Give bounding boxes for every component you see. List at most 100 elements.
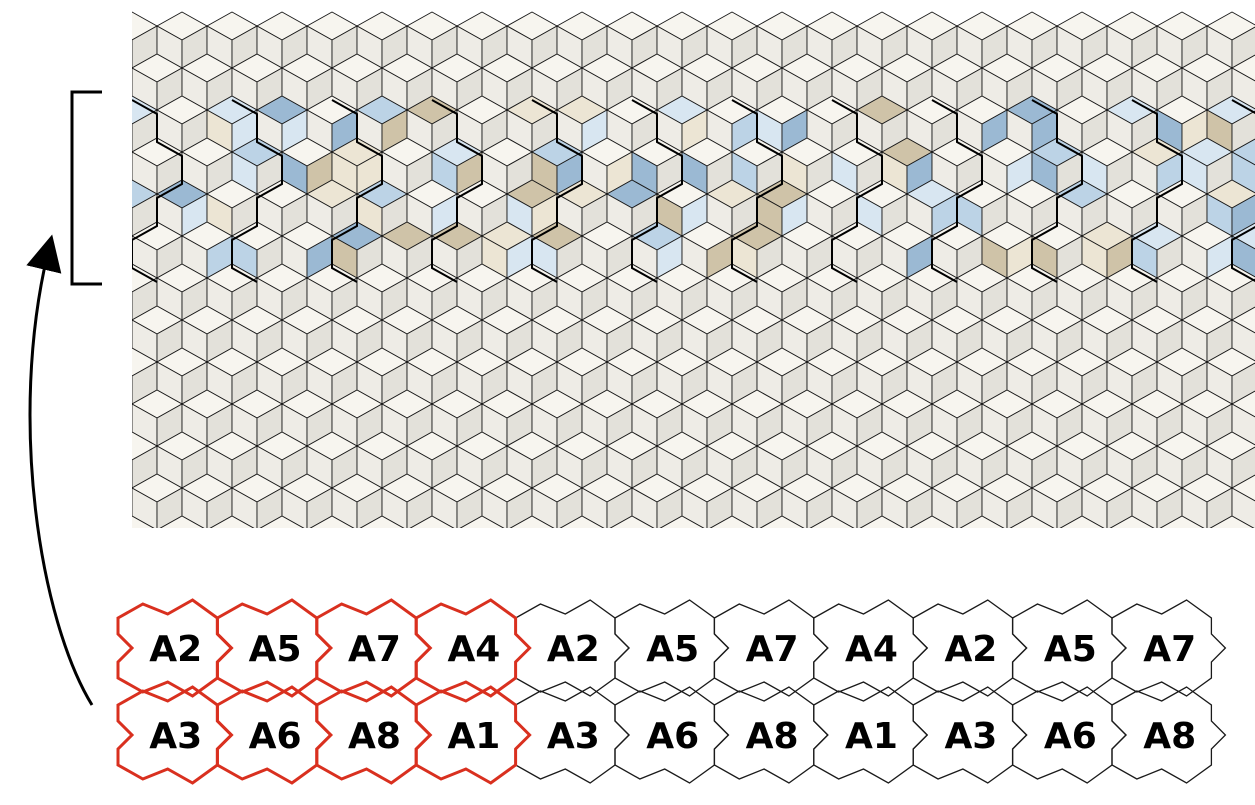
cube-face (1231, 278, 1255, 321)
cube-face (682, 782, 707, 805)
cube-face (1107, 530, 1132, 572)
tile-seam (531, 99, 583, 283)
tile-seam (731, 99, 783, 283)
cube-face (1232, 740, 1255, 782)
cube-face (132, 123, 133, 153)
cube-face (782, 530, 807, 572)
cube-face (557, 782, 582, 805)
cube-face (1082, 558, 1132, 586)
cube-face (632, 782, 657, 805)
cube-face (1107, 614, 1132, 656)
tile-label: A8 (746, 716, 799, 757)
cube-face (1207, 600, 1255, 628)
cube-face (807, 572, 832, 614)
tile-label: A5 (646, 629, 699, 670)
tile-label: A6 (249, 716, 302, 757)
cube-face (807, 698, 832, 740)
cube-face (457, 782, 482, 805)
tile-seam (931, 99, 983, 283)
cube-face (1057, 600, 1107, 628)
cube-face (309, 515, 355, 528)
cube-face (207, 782, 232, 805)
cube-face (232, 782, 257, 805)
tile-label: A7 (746, 629, 799, 670)
cube-face (507, 572, 532, 614)
cube-face (807, 656, 832, 698)
cube-face (407, 530, 432, 572)
cube-face (731, 487, 758, 528)
cube-face (132, 782, 157, 805)
bracket-icon (70, 90, 102, 286)
cube-face (607, 656, 632, 698)
cube-face (431, 487, 458, 528)
cube-face (307, 572, 332, 614)
cube-face (132, 459, 133, 489)
cube-face (482, 558, 532, 586)
cube-face (532, 558, 582, 586)
tile-label: A2 (944, 629, 997, 670)
cube-face (132, 39, 133, 69)
cube-face (557, 530, 582, 572)
cube-face (732, 558, 782, 586)
cube-face (1157, 782, 1182, 805)
cube-face (657, 530, 682, 572)
cube-face (1082, 782, 1107, 805)
cube-face (532, 530, 557, 572)
tile-seam-lines (132, 99, 1255, 283)
cube-face (907, 572, 932, 614)
cube-face (832, 572, 857, 614)
cube-face (1207, 530, 1232, 572)
cube-face (532, 572, 557, 614)
cube-face (681, 487, 708, 528)
cube-face (1231, 67, 1255, 110)
cube-face (582, 558, 632, 586)
cube-face (707, 614, 732, 656)
cube-face (1157, 600, 1207, 628)
tile-label: A7 (1143, 629, 1196, 670)
cube-face (1232, 642, 1255, 670)
cube-face (332, 530, 357, 572)
cube-face (1057, 684, 1107, 712)
cube-face (132, 530, 157, 572)
cube-face (432, 558, 482, 586)
cube-face (181, 487, 208, 528)
tile-label: A5 (249, 629, 302, 670)
cube-face (707, 740, 732, 782)
cube-face (332, 558, 382, 586)
cube-face (132, 375, 133, 405)
cube-face (707, 698, 732, 740)
cube-face (132, 11, 158, 41)
cube-face (1231, 487, 1255, 528)
cube-face (357, 782, 382, 805)
cube-face (157, 530, 182, 572)
cube-face (257, 684, 307, 712)
cube-face (757, 572, 782, 614)
cube-face (557, 768, 607, 796)
cube-face (1007, 740, 1032, 782)
cube-face (631, 487, 658, 528)
cube-face (907, 782, 932, 805)
cube-face (1107, 600, 1157, 628)
cube-face (409, 515, 455, 528)
cube-face (1007, 768, 1057, 796)
cube-face (957, 782, 982, 805)
cube-face (632, 558, 682, 586)
cube-face (657, 782, 682, 805)
cube-face (1082, 530, 1107, 572)
cube-face (507, 656, 532, 698)
cube-face (607, 782, 632, 805)
tile-label: A4 (447, 629, 500, 670)
cube-face (907, 600, 957, 628)
cube-face (282, 530, 307, 572)
cube-face (1231, 319, 1255, 362)
tile-label: A1 (845, 716, 898, 757)
cube-face (607, 768, 657, 796)
cube-face (907, 614, 932, 656)
curved-arrow-icon (26, 234, 94, 706)
tile-seam (431, 99, 483, 283)
cube-face (132, 347, 158, 377)
cube-face (382, 530, 407, 572)
cube-face (1207, 684, 1255, 712)
cube-face (357, 768, 407, 796)
